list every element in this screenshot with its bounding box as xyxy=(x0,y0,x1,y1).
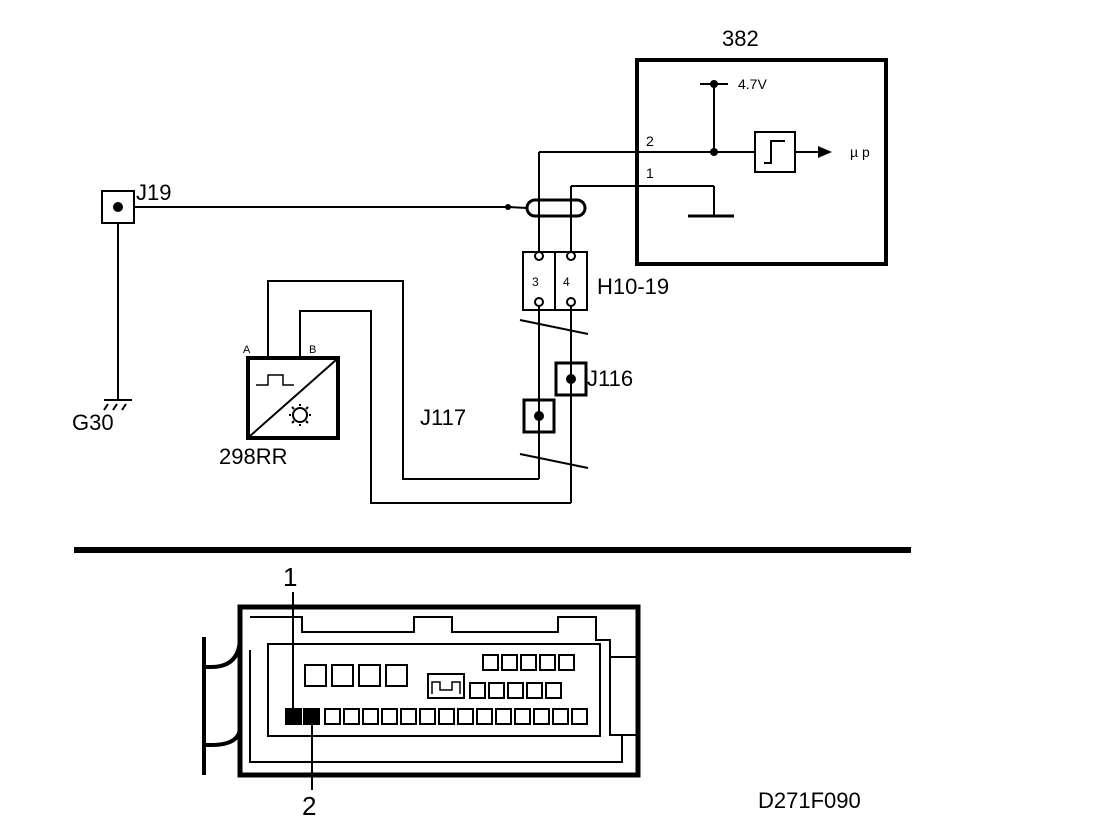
sensor-298rr: A B 298RR xyxy=(219,344,340,469)
j19-ground-splice: J19 G30 xyxy=(72,180,528,435)
h10-19-connector: 3 4 H10-19 xyxy=(522,251,669,311)
j117-label: J117 xyxy=(420,405,466,430)
h-pin-4-label: 4 xyxy=(563,275,570,289)
pin-1-highlight xyxy=(285,708,302,725)
figure-id: D271F090 xyxy=(758,788,861,813)
callout-1-label: 1 xyxy=(283,562,297,592)
schmitt-trigger-icon xyxy=(754,131,796,173)
gear-icon xyxy=(289,404,311,426)
h10-19-label: H10-19 xyxy=(597,274,669,299)
sensor-pin-b-label: B xyxy=(309,344,316,356)
shield-icon xyxy=(525,198,587,218)
pin-2-highlight xyxy=(303,708,320,725)
h-pin-3-label: 3 xyxy=(532,275,539,289)
j116-label: J116 xyxy=(587,366,633,391)
j19-label: J19 xyxy=(136,180,171,205)
ground-label: G30 xyxy=(72,410,114,435)
microprocessor-label: µ p xyxy=(850,144,870,160)
callout-2-label: 2 xyxy=(302,791,316,821)
ecu-connector-face: 1 2 xyxy=(202,562,641,821)
pulse-wave-icon xyxy=(256,374,294,386)
supply-voltage-label: 4.7V xyxy=(738,76,767,92)
ground-icon xyxy=(103,399,132,411)
ecu-pin-2-label: 2 xyxy=(646,133,654,149)
sensor-pin-a-label: A xyxy=(243,344,251,356)
break-mark-icon xyxy=(519,319,589,335)
ecu-382: 382 4.7V 2 µ p 1 xyxy=(539,26,888,266)
j117-splice: J117 xyxy=(420,398,556,434)
output-arrow-icon xyxy=(818,146,832,158)
ecu-pin-1-label: 1 xyxy=(646,165,654,181)
break-mark-icon xyxy=(519,453,589,469)
ecu-label: 382 xyxy=(722,26,759,51)
j116-splice: J116 xyxy=(554,361,633,397)
sensor-label: 298RR xyxy=(219,444,287,469)
